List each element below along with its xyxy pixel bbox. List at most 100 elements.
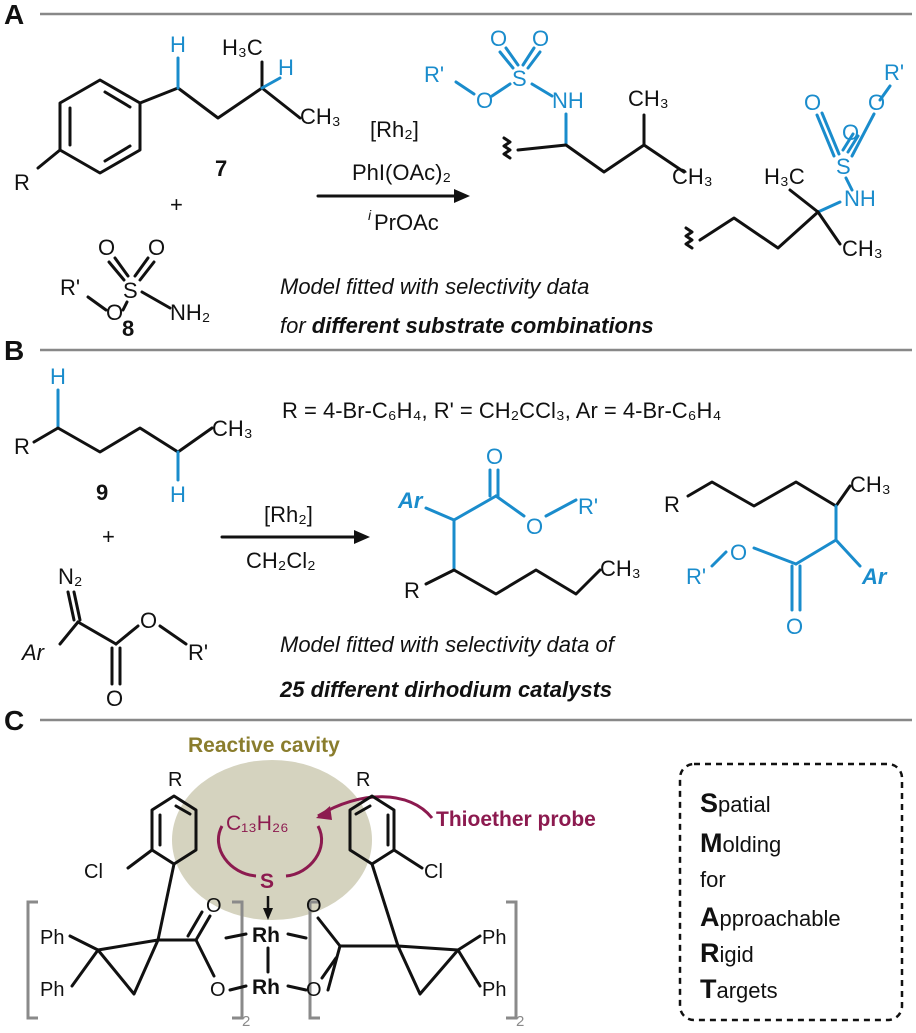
panel-b-caption-line2: 25 different dirhodium catalysts — [279, 677, 612, 702]
diazo-r: R' — [188, 640, 208, 665]
tertiary-h: H — [278, 55, 294, 80]
reactive-cavity-label: Reactive cavity — [188, 734, 340, 757]
probe-pointer-arrow — [317, 795, 434, 819]
p1-ch3b: CH₃ — [672, 164, 713, 189]
pb2-ch3: CH₃ — [850, 472, 891, 497]
p2-s: S — [836, 154, 851, 179]
panel-a-letter: A — [4, 0, 24, 30]
smart-line-2: Molding — [700, 828, 781, 858]
panel-a-caption-line1: Model fitted with selectivity data — [280, 274, 589, 299]
pb2-o: O — [730, 540, 747, 565]
right-subscript: 2 — [516, 1013, 524, 1030]
plus-sign-b: + — [102, 524, 115, 549]
dirhodium-core: Rh Rh — [252, 924, 280, 999]
panel-b-letter: B — [4, 335, 24, 366]
p1-s: S — [512, 66, 527, 91]
benzylic-h: H — [170, 32, 186, 57]
right-o4: O — [306, 979, 322, 1001]
p1-o1: O — [490, 26, 507, 51]
left-ph1: Ph — [40, 927, 64, 949]
pb2-ar: Ar — [861, 564, 888, 589]
left-o1: O — [206, 895, 222, 917]
p2-o: O — [868, 90, 885, 115]
smart-line-5: Rigid — [700, 938, 754, 968]
right-o3: O — [306, 895, 322, 917]
conditions-a: [Rh₂] PhI(OAc)₂ i PrOAc — [316, 117, 470, 235]
left-cl: Cl — [84, 861, 103, 883]
panel-c: C Reactive cavity C₁₃H₂₆ S Thioether pro… — [4, 705, 912, 1030]
compound-7-label: 7 — [215, 156, 227, 181]
right-r: R — [356, 769, 370, 791]
ch3-top: H₃C — [222, 35, 263, 60]
solvent-sup: i — [368, 207, 372, 223]
p1-o2: O — [532, 26, 549, 51]
smart-line-3: for — [700, 867, 726, 892]
left-r: R — [168, 769, 182, 791]
reactive-cavity-ellipse — [172, 760, 372, 920]
catalyst-b: [Rh₂] — [264, 502, 313, 527]
wavy-bond-1 — [502, 136, 512, 160]
probe-s: S — [260, 870, 274, 893]
b-h-bottom: H — [170, 482, 186, 507]
substrate-9: H R CH₃ H 9 + — [14, 364, 253, 549]
pb2-r: R — [664, 492, 680, 517]
panel-b-caption-line1: Model fitted with selectivity data of — [280, 632, 617, 657]
sulfamate-8: O O S R' O NH₂ 8 — [60, 235, 210, 341]
panel-c-letter: C — [4, 705, 24, 736]
p2-o1: O — [804, 90, 821, 115]
solvent: PrOAc — [374, 210, 439, 235]
p1-o: O — [476, 88, 493, 113]
diazo-n2: N₂ — [58, 564, 82, 589]
sulfamate-s: S — [123, 278, 138, 303]
r-group: R — [14, 170, 30, 195]
compound-9-label: 9 — [96, 480, 108, 505]
left-ph2: Ph — [40, 979, 64, 1001]
pb2-rp: R' — [686, 564, 706, 589]
rh-top: Rh — [252, 924, 280, 947]
panel-a-caption: Model fitted with selectivity data for d… — [280, 274, 654, 338]
ch3-right: CH₃ — [300, 104, 341, 129]
pb1-ch3: CH₃ — [600, 556, 641, 581]
conditions-b: [Rh₂] CH₂Cl₂ — [220, 502, 370, 573]
sulfamate-nh2: NH₂ — [170, 300, 210, 325]
oxidant: PhI(OAc)₂ — [352, 160, 451, 185]
pb1-r: R' — [578, 494, 598, 519]
pb2-ocarb: O — [786, 614, 803, 639]
sulfamate-o2: O — [148, 235, 165, 260]
diazo-o-ester: O — [140, 608, 157, 633]
left-o2: O — [210, 979, 226, 1001]
probe-label: Thioether probe — [436, 808, 596, 831]
probe-formula: C₁₃H₂₆ — [226, 812, 289, 835]
pb1-oe: O — [526, 514, 543, 539]
plus-sign: + — [170, 192, 183, 217]
right-cl: Cl — [424, 861, 443, 883]
solvent-b: CH₂Cl₂ — [246, 548, 316, 573]
catalyst: [Rh₂] — [370, 117, 419, 142]
right-ligand: 2 O O R Cl Ph Ph — [286, 769, 524, 1030]
panel-b-caption: Model fitted with selectivity data of 25… — [279, 632, 617, 702]
right-ph3: Ph — [482, 927, 506, 949]
product-tertiary: O O S R' O NH H₃C CH₃ — [684, 60, 904, 261]
diazo-compound: N₂ Ar O O R' — [20, 564, 208, 711]
left-subscript: 2 — [242, 1013, 250, 1030]
product-b2: R CH₃ R' O Ar O — [664, 472, 891, 639]
caption-a-prefix: for — [280, 313, 312, 338]
p2-nh: NH — [844, 186, 876, 211]
pb1-ar: Ar — [397, 488, 424, 513]
right-ph4: Ph — [482, 979, 506, 1001]
smart-line-6: Targets — [700, 974, 778, 1004]
compound-8-label: 8 — [122, 316, 134, 341]
p2-o2: O — [842, 120, 859, 145]
b-ch3: CH₃ — [212, 416, 253, 441]
substrate-7: H H₃C H CH₃ R 7 + — [14, 32, 341, 217]
pb1-rchain: R — [404, 578, 420, 603]
panel-a: A H H₃C H CH₃ R 7 + O O S R' O — [4, 0, 912, 341]
benzene-ring — [58, 78, 142, 175]
caption-a-bold: different substrate combinations — [312, 313, 654, 338]
diazo-o-carb: O — [106, 686, 123, 711]
pb1-o: O — [486, 444, 503, 469]
b-r: R — [14, 434, 30, 459]
sulfamate-r: R' — [60, 275, 80, 300]
p1-r: R' — [424, 62, 444, 87]
